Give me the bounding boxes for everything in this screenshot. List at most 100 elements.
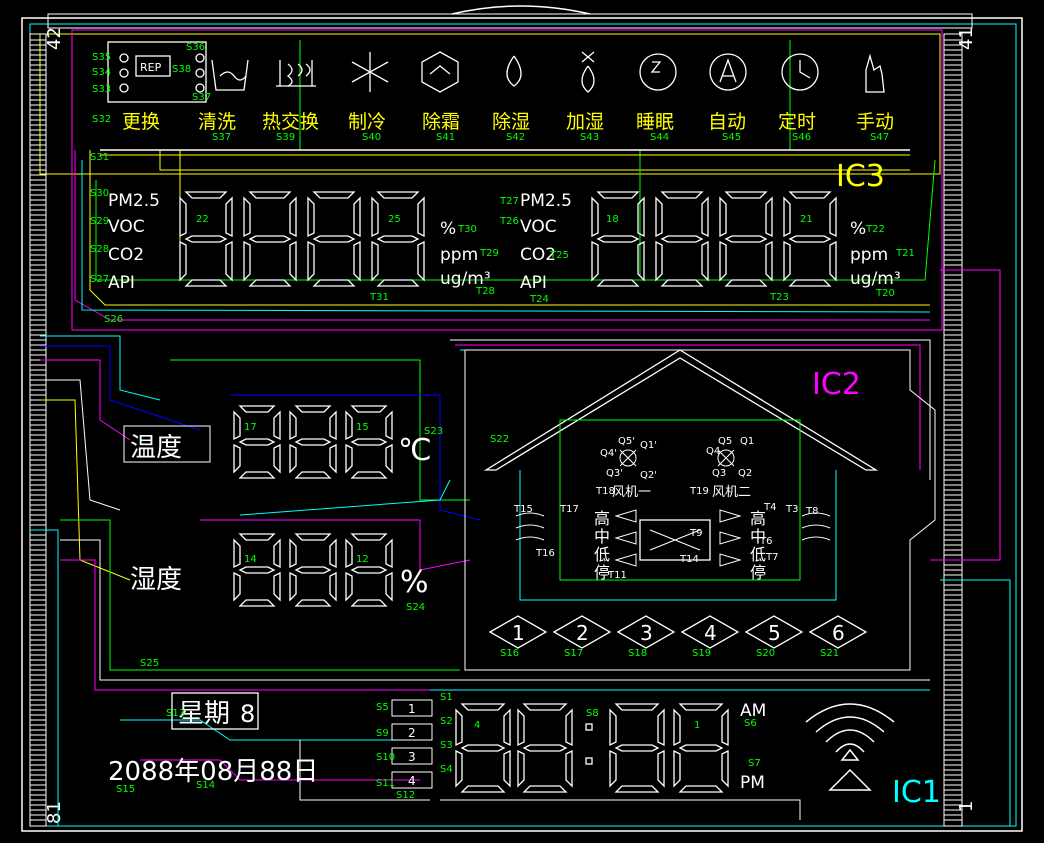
pin-frame bbox=[29, 33, 47, 827]
house-q-label: Q2' bbox=[640, 470, 657, 481]
level-seg: S21 bbox=[820, 648, 839, 659]
digit-num-21: 21 bbox=[800, 214, 813, 225]
speed-right-label: 中 bbox=[750, 527, 766, 546]
clock-seg-label: S2 bbox=[440, 716, 453, 727]
ic3-label: IC3 bbox=[836, 159, 885, 194]
humidify-icon bbox=[581, 51, 595, 93]
mode-seg-label: S37 bbox=[212, 132, 231, 143]
clock-box bbox=[391, 699, 433, 717]
mode-small-segs: S35 S34 S33 S36 S38 S37 bbox=[92, 42, 211, 103]
seg-s24: S24 bbox=[406, 602, 425, 613]
clock-seg-label: S7 bbox=[748, 758, 761, 769]
house-q-label: Q3' bbox=[606, 468, 623, 479]
seven-seg-digit bbox=[609, 703, 665, 793]
house-t-label: T4 bbox=[763, 502, 776, 513]
mode-seg-label: S40 bbox=[362, 132, 381, 143]
seg-t28: T28 bbox=[475, 286, 495, 297]
humid-num-14: 14 bbox=[244, 554, 257, 565]
clock-seg-label: S1 bbox=[440, 692, 453, 703]
clock-seg-label: S14 bbox=[196, 780, 215, 791]
house-q-label: Q5' bbox=[618, 436, 635, 447]
wifi-icon bbox=[805, 703, 895, 791]
clock-box-label: 4 bbox=[408, 774, 416, 788]
clock-seg-label: S9 bbox=[376, 728, 389, 739]
clock-colon-bottom bbox=[585, 757, 593, 765]
rep-circle-5-icon bbox=[195, 68, 205, 78]
sleep-z-icon bbox=[650, 61, 662, 73]
weekday-label: 星期 bbox=[178, 699, 230, 729]
diamond-shape bbox=[488, 615, 548, 649]
temp-num-15: 15 bbox=[356, 422, 369, 433]
seg-s29: S29 bbox=[90, 216, 109, 227]
clock-seg-label: S3 bbox=[440, 740, 453, 751]
unit-ugm3-left: ug/m³ bbox=[440, 269, 491, 289]
clock-seg-label: S13 bbox=[166, 708, 185, 719]
temp-unit: ℃ bbox=[398, 433, 432, 468]
sleep-moon-icon bbox=[639, 53, 677, 91]
seg-t30: T30 bbox=[457, 224, 477, 235]
humid-num-12: 12 bbox=[356, 554, 369, 565]
seven-seg-digit bbox=[455, 703, 511, 793]
clock-box-label: 1 bbox=[408, 702, 416, 716]
seven-seg-digit bbox=[673, 703, 729, 793]
clock-seg-label: S6 bbox=[744, 718, 757, 729]
fan-left-icon bbox=[619, 449, 637, 467]
seg-s35: S35 bbox=[92, 52, 111, 63]
heat-exchanger-cross bbox=[649, 529, 701, 551]
climate-block: 温度 湿度 ℃ % 17 15 14 12 S23 S24 S25 bbox=[123, 422, 443, 669]
pin-frame bbox=[943, 33, 963, 827]
clock-seg-label: S5 bbox=[376, 702, 389, 713]
level-value: 4 bbox=[704, 621, 717, 645]
heat-exchange-icon bbox=[276, 60, 316, 87]
temp-label: 温度 bbox=[130, 433, 182, 463]
wash-icon bbox=[211, 59, 249, 91]
clock-digit-num-4: 4 bbox=[474, 720, 480, 731]
house-t-label: T11 bbox=[607, 570, 627, 581]
mode-seg-label: S47 bbox=[870, 132, 889, 143]
seg-t29: T29 bbox=[479, 248, 499, 259]
seven-seg-digit bbox=[655, 191, 709, 287]
air-units: % ppm ug/m³ % ppm ug/m³ bbox=[440, 219, 901, 289]
seg-s25: S25 bbox=[140, 658, 159, 669]
mode-icon-row: REP bbox=[107, 41, 885, 103]
air-quality-left-labels: PM2.5 VOC CO2 API bbox=[108, 191, 160, 293]
pin-41-label: 41 bbox=[956, 27, 977, 50]
pin-42-label: 42 bbox=[44, 27, 65, 50]
ic2-label: IC2 bbox=[812, 367, 861, 402]
seven-seg-digit bbox=[289, 405, 337, 479]
seg-t25: T25 bbox=[549, 250, 569, 261]
level-value: 3 bbox=[640, 621, 653, 645]
clock-seg-label: S15 bbox=[116, 784, 135, 795]
rep-circle-1-icon bbox=[119, 53, 129, 63]
mode-seg-label: S41 bbox=[436, 132, 455, 143]
timer-clock-icon bbox=[781, 53, 819, 91]
seg-s31: S31 bbox=[90, 152, 109, 163]
mode-seg-label: S42 bbox=[506, 132, 525, 143]
humid-label: 湿度 bbox=[130, 565, 182, 595]
left-pin-comb bbox=[29, 33, 47, 827]
seven-seg-digit bbox=[517, 703, 573, 793]
seven-seg-digit bbox=[243, 191, 297, 287]
clock-digit-num-1: 1 bbox=[694, 720, 700, 731]
level-value: 1 bbox=[512, 621, 525, 645]
mode-label: 除湿 bbox=[492, 111, 530, 133]
unit-ppm-left: ppm bbox=[440, 245, 478, 265]
mode-label: 自动 bbox=[708, 111, 746, 133]
diamond-shape bbox=[552, 615, 612, 649]
mode-label: 清洗 bbox=[198, 111, 236, 133]
seven-seg-digit bbox=[345, 533, 393, 607]
rep-text: REP bbox=[140, 61, 162, 74]
clock-seg-label: S10 bbox=[376, 752, 395, 763]
pin-numbers: 42 41 81 1 bbox=[44, 27, 977, 824]
speed-right-label: 低 bbox=[750, 545, 766, 564]
seg-s23: S23 bbox=[424, 426, 443, 437]
level-seg: S16 bbox=[500, 648, 519, 659]
house-q-label: Q4' bbox=[600, 448, 617, 459]
house-t-label: T7 bbox=[765, 552, 778, 563]
